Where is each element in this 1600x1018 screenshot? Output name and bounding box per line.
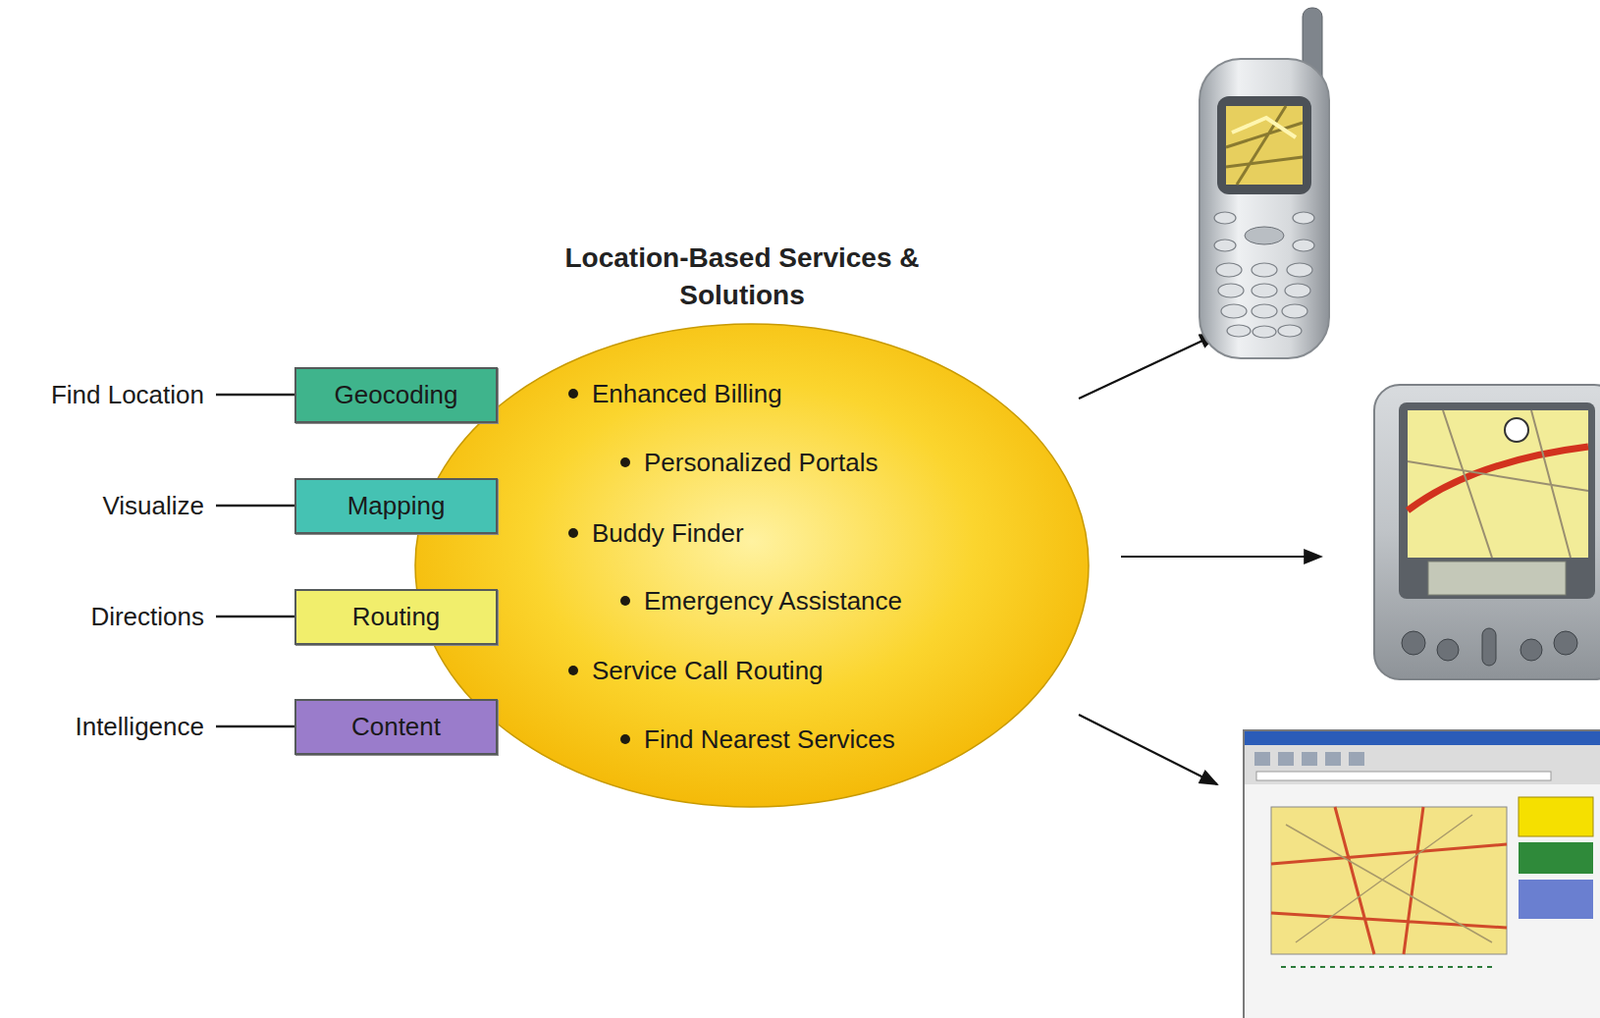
bullet-dot bbox=[620, 457, 631, 468]
service-box: Content bbox=[294, 698, 498, 755]
box-label: Routing bbox=[352, 601, 441, 633]
service-item: Emergency Assistance bbox=[643, 586, 903, 616]
input-label: Directions bbox=[90, 601, 205, 632]
ellipse-heading: Location-Based Services & Solutions bbox=[531, 239, 954, 315]
services-ellipse: Location-Based Services & SolutionsEnhan… bbox=[413, 227, 1091, 809]
service-box: Routing bbox=[294, 588, 498, 645]
service-item: Enhanced Billing bbox=[591, 378, 783, 409]
bullet-dot bbox=[620, 595, 631, 606]
service-item: Personalized Portals bbox=[643, 447, 878, 478]
service-name: Find Nearest Services bbox=[643, 724, 896, 754]
box-label: Content bbox=[351, 711, 441, 743]
service-name: Emergency Assistance bbox=[643, 586, 903, 616]
service-name: Service Call Routing bbox=[591, 655, 824, 686]
service-item: Find Nearest Services bbox=[643, 724, 896, 754]
bullet-dot bbox=[568, 528, 579, 538]
service-item: Service Call Routing bbox=[591, 655, 824, 686]
service-box: Geocoding bbox=[294, 367, 498, 424]
box-label: Mapping bbox=[347, 490, 446, 522]
leader-lines bbox=[215, 394, 295, 727]
service-item: Buddy Finder bbox=[591, 518, 745, 548]
input-label: Intelligence bbox=[74, 711, 205, 742]
service-name: Enhanced Billing bbox=[591, 378, 783, 409]
bullet-dot bbox=[620, 734, 631, 745]
input-label: Find Location bbox=[51, 379, 205, 410]
service-name: Personalized Portals bbox=[643, 447, 878, 478]
device-arrows bbox=[1078, 333, 1322, 785]
mobile-phone bbox=[1199, 7, 1330, 359]
service-box: Mapping bbox=[294, 478, 498, 534]
bullet-dot bbox=[568, 388, 579, 399]
pda-device bbox=[1374, 384, 1600, 680]
browser-window bbox=[1243, 730, 1600, 1018]
box-label: Geocoding bbox=[334, 379, 459, 411]
input-label: Visualize bbox=[102, 490, 205, 521]
service-name: Buddy Finder bbox=[591, 518, 745, 548]
bullet-dot bbox=[568, 665, 579, 676]
